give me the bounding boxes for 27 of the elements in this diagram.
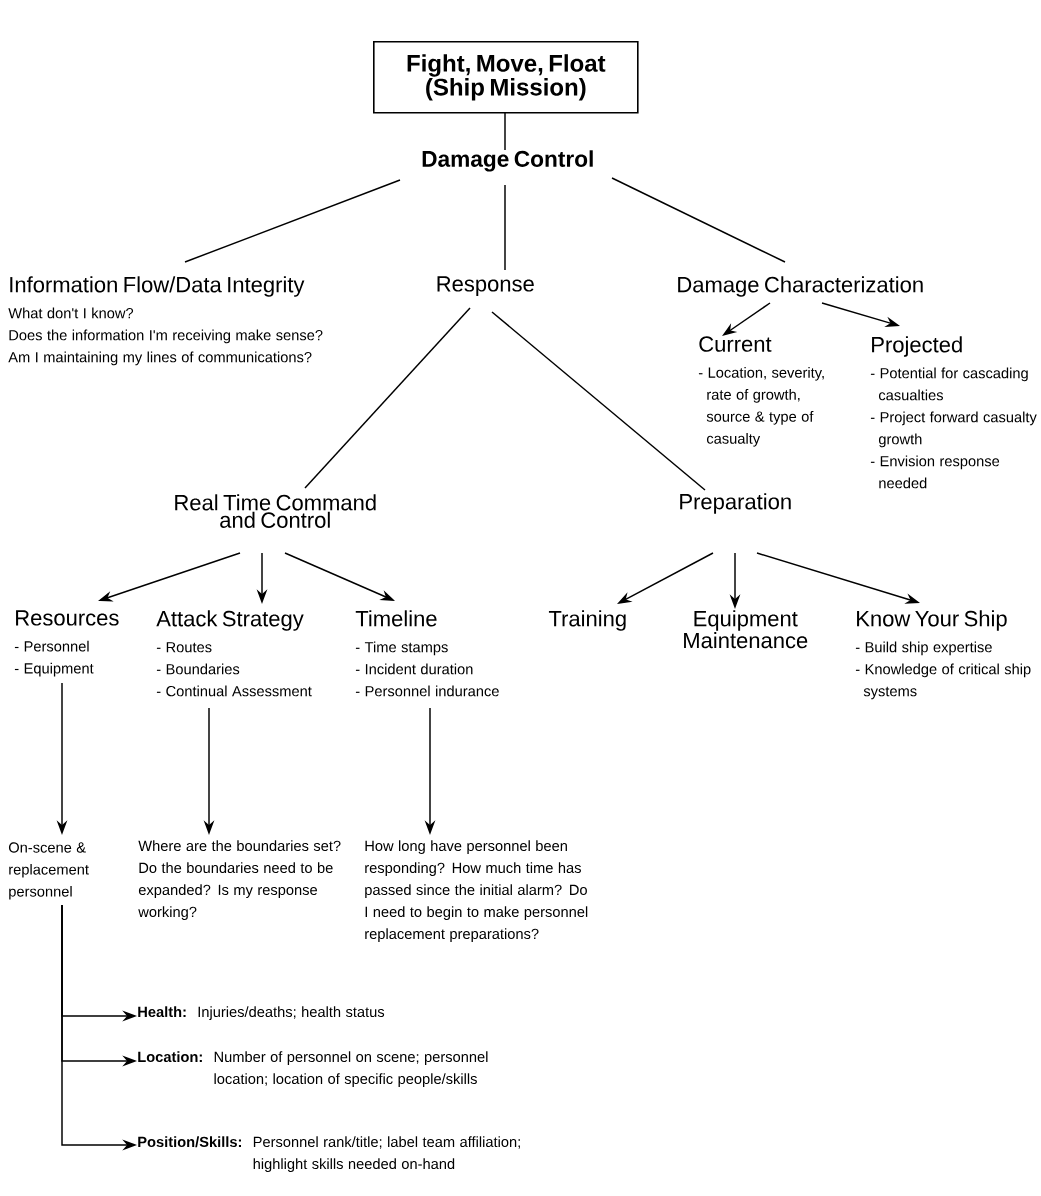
- topic-text: Know Your Ship - Build ship expertise - Knowledge of critical ship systems: [855, 610, 1031, 700]
- mission-box: Fight, Move, Float (Ship Mission): [373, 41, 639, 114]
- heading: Damage Control: [422, 150, 593, 172]
- topic-text: Projected - Potential for cascading casualties - Project forward casualty growth - Envision response needed: [870, 336, 1037, 489]
- note-text: On-scene & replacement personnel: [8, 842, 89, 900]
- connector-line: [504, 184, 506, 271]
- topic-text: Damage Characterization: [678, 276, 923, 297]
- topic-text: Attack Strategy - Routes - Boundaries - Continual Assessment: [156, 610, 312, 697]
- topic-text: Preparation: [680, 493, 791, 514]
- topic-text: Current - Location, severity, rate of growth, source & type of casualty: [698, 336, 824, 447]
- connector-line: [304, 307, 471, 489]
- note-text: Location: Number of personnel on scene; personnel location; location of specific people/skills: [138, 1051, 488, 1087]
- connector-line: [491, 311, 706, 491]
- note-text: How long have personnel been responding? How much time has passed since the initial alarm? Do I need to begin to make personnel replacement preparations?: [365, 840, 588, 942]
- note-text: Health: Injuries/deaths; health status: [138, 1006, 385, 1020]
- topic-text: Real Time Command and Control: [175, 494, 376, 528]
- topic-text: Resources - Personnel - Equipment: [14, 610, 119, 677]
- note-text: Where are the boundaries set? Do the boundaries need to be expanded? Is my response working?: [138, 840, 341, 920]
- topic-text: Training: [548, 610, 626, 631]
- topic-text: Timeline - Time stamps - Incident duration - Personnel indurance: [355, 610, 499, 697]
- connector-line: [504, 111, 506, 151]
- topic-text: Response: [437, 276, 534, 296]
- connector-line: [184, 179, 401, 263]
- topic-text: Equipment Maintenance: [684, 610, 808, 649]
- note-text: Position/Skills: Personnel rank/title; label team affiliation; highlight skills needed on-hand: [138, 1136, 520, 1172]
- connector-line: [611, 177, 786, 263]
- topic-text: Information Flow/Data Integrity What don't I know? Does the information I'm receiving make sense? Am I maintaining my lines of communications?: [8, 276, 323, 366]
